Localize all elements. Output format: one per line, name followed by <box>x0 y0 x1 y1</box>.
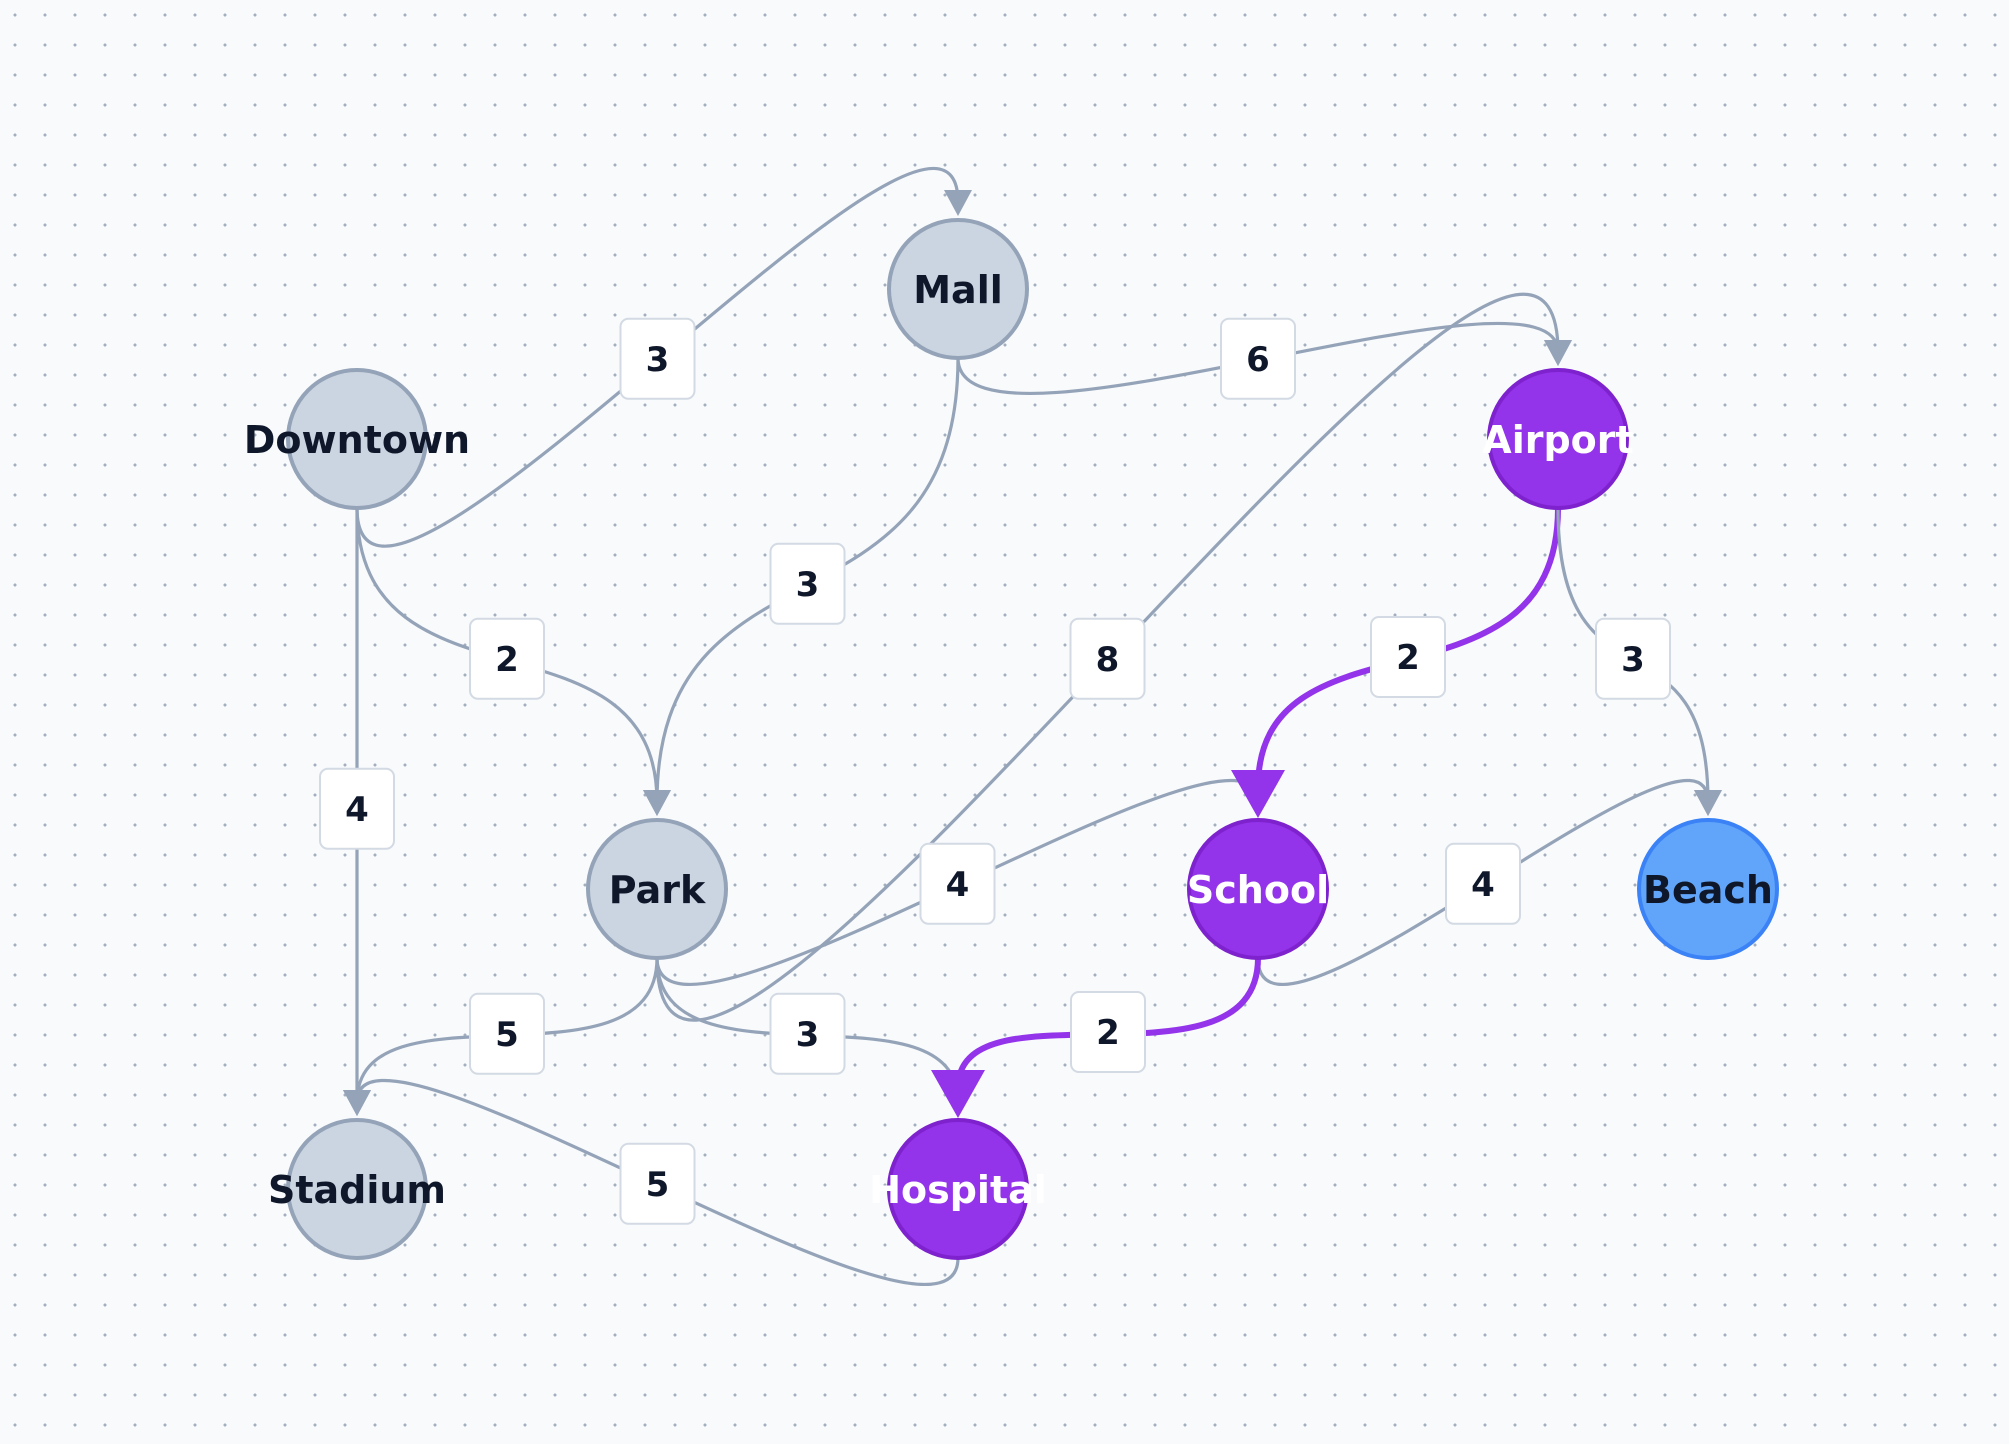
weight-box <box>319 767 395 850</box>
edge-weight-label: 4 <box>919 842 996 925</box>
node-circle <box>586 818 728 960</box>
node-label: Downtown <box>244 418 470 462</box>
node-circle <box>887 1118 1029 1260</box>
node-circle <box>1487 368 1629 510</box>
edge-weight-text: 2 <box>1396 638 1420 678</box>
edge-weight-text: 3 <box>796 1015 820 1055</box>
node-label: Hospital <box>869 1168 1047 1212</box>
arrowhead-icon <box>1544 340 1572 366</box>
weight-box <box>919 842 996 925</box>
weight-box <box>619 1142 696 1225</box>
arrowhead-icon <box>1694 790 1722 816</box>
edge-weight-label: 4 <box>1445 842 1521 925</box>
weight-box <box>1370 616 1446 698</box>
arrowhead-icon <box>1231 770 1285 818</box>
edge-weight-text: 3 <box>646 340 670 380</box>
arrowhead-icon <box>343 1090 371 1116</box>
edge-weight-label: 4 <box>319 767 395 850</box>
node-hospital[interactable]: Hospital <box>869 1118 1047 1260</box>
edge-weight-label: 5 <box>619 1142 696 1225</box>
node-label: School <box>1187 868 1329 912</box>
edge-weight-label: 3 <box>1595 617 1671 700</box>
arrowhead-icon <box>931 1070 985 1118</box>
arrowhead-icon <box>944 190 972 216</box>
edge-weight-label: 3 <box>769 542 846 625</box>
weight-box <box>1445 842 1521 925</box>
node-label: Stadium <box>268 1168 446 1212</box>
weight-box <box>769 542 846 625</box>
node-label: Beach <box>1643 868 1773 912</box>
edge-weight-text: 4 <box>1471 865 1495 905</box>
weights-layer: 3 2 4 6 3 8 4 3 5 2 3 4 2 5 <box>319 317 1671 1225</box>
weight-box <box>1069 617 1146 700</box>
weight-box <box>1595 617 1671 700</box>
node-circle <box>286 368 428 510</box>
node-school[interactable]: School <box>1187 818 1329 960</box>
edge-weight-text: 2 <box>495 640 519 680</box>
edge-weight-label: 2 <box>1070 991 1146 1073</box>
edge-weight-label: 5 <box>469 992 545 1075</box>
edge-weight-label: 3 <box>769 992 846 1075</box>
node-label: Park <box>609 868 706 912</box>
weight-box <box>469 992 545 1075</box>
node-airport[interactable]: Airport <box>1482 368 1634 510</box>
edge-weight-text: 2 <box>1096 1013 1120 1053</box>
node-label: Mall <box>913 268 1003 312</box>
edge-weight-label: 8 <box>1069 617 1146 700</box>
node-downtown[interactable]: Downtown <box>244 368 470 510</box>
edge-weight-label: 3 <box>619 317 696 400</box>
edge-weight-label: 2 <box>469 617 545 700</box>
edge-weight-label: 2 <box>1370 616 1446 698</box>
node-beach[interactable]: Beach <box>1637 818 1779 960</box>
edge-weight-text: 5 <box>495 1015 519 1055</box>
weight-box <box>469 617 545 700</box>
edge-weight-text: 8 <box>1096 640 1120 680</box>
edge-weight-text: 5 <box>646 1165 670 1205</box>
node-circle <box>887 218 1029 360</box>
edge-weight-label: 6 <box>1220 317 1296 400</box>
node-park[interactable]: Park <box>586 818 728 960</box>
arrowhead-icon <box>643 790 671 816</box>
weight-box <box>1070 991 1146 1073</box>
edges-layer <box>343 167 1722 1286</box>
edge-weight-text: 4 <box>345 790 369 830</box>
weight-box <box>619 317 696 400</box>
weight-box <box>769 992 846 1075</box>
node-circle <box>1187 818 1329 960</box>
node-stadium[interactable]: Stadium <box>268 1118 446 1260</box>
edge-weight-text: 3 <box>796 565 820 605</box>
edge-weight-text: 3 <box>1621 640 1645 680</box>
weight-box <box>1220 317 1296 400</box>
node-circle <box>286 1118 428 1260</box>
node-label: Airport <box>1482 418 1633 462</box>
node-mall[interactable]: Mall <box>887 218 1029 360</box>
edge-weight-text: 4 <box>946 865 970 905</box>
edge-weight-text: 6 <box>1246 340 1270 380</box>
node-circle <box>1637 818 1779 960</box>
